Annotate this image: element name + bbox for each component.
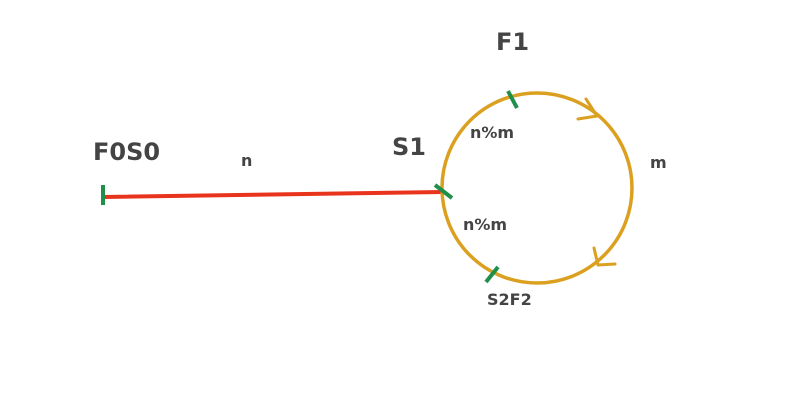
cycle-length-label: m <box>650 153 667 172</box>
straight-path-line <box>101 190 445 199</box>
lower-arc-label: n%m <box>463 215 507 234</box>
top-marker <box>506 90 519 109</box>
upper-arc-label: n%m <box>470 123 514 142</box>
cycle-circle <box>440 91 634 285</box>
start-node-label: F0S0 <box>93 138 160 166</box>
bottom-marker <box>484 265 500 284</box>
cycle-arrow-upper-right <box>576 97 599 121</box>
top-node-label: F1 <box>496 28 529 56</box>
entry-marker <box>433 183 454 200</box>
straight-path-length-label: n <box>241 151 252 170</box>
entry-node-label: S1 <box>392 133 426 161</box>
bottom-node-label: S2F2 <box>487 290 532 309</box>
cycle-arrow-lower-right <box>592 246 617 267</box>
